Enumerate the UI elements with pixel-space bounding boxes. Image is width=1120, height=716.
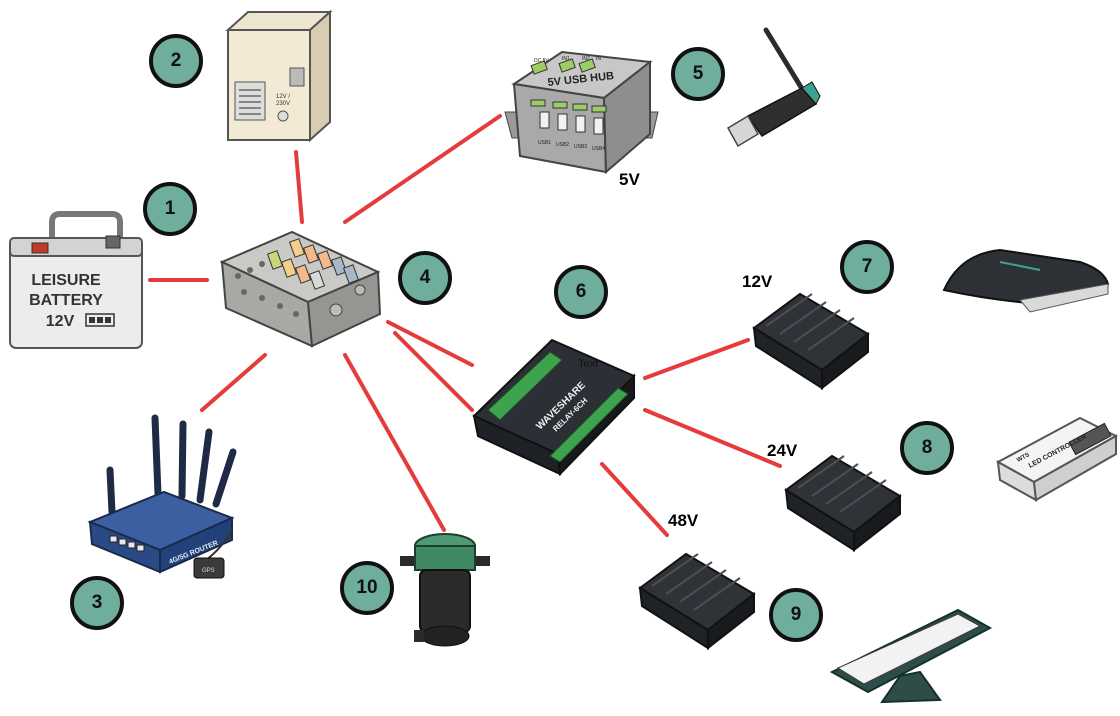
wire-fusebox-relay-a: [386, 320, 474, 367]
voltage-label-5v: 5V: [619, 170, 640, 189]
wires: [148, 114, 782, 537]
battery-text-voltage: 12V: [46, 313, 75, 330]
badge-2: 2: [149, 34, 203, 88]
usb-port-4-label: USB4: [592, 146, 605, 152]
converter-48v: [638, 552, 756, 651]
satellite-dish: [829, 608, 993, 704]
router-4g5g: 4G/5G ROUTER GPS: [87, 414, 237, 579]
roof-vent: [942, 248, 1110, 313]
fridge-cabinet: 12V / 230V: [225, 9, 333, 143]
badge-6: 6: [554, 265, 608, 319]
voltage-label-24v: 24V: [767, 441, 798, 460]
usb-hub-in1-label: IN1: [562, 56, 570, 62]
battery-level-icon: [85, 313, 115, 327]
badge-4: 4: [398, 251, 452, 305]
leisure-battery: LEISURE BATTERY 12V: [9, 211, 143, 349]
relay-board: WAVESHARE RELAY-6CH: [472, 338, 636, 477]
wire-fusebox-relay-b: [393, 331, 474, 412]
usb-port-3-label: USB3: [574, 144, 587, 150]
battery-text-battery: BATTERY: [29, 292, 103, 309]
wire-fridge-fusebox: [294, 150, 304, 224]
voltage-label-12v: 12V: [742, 272, 773, 291]
badge-9: 9: [769, 588, 823, 642]
badge-10: 10: [340, 561, 394, 615]
usb-hub-in-label: IN: [596, 56, 601, 62]
usb-hub-dc-label: DC 5V: [534, 58, 549, 64]
wire-relay-48v: [600, 462, 669, 537]
usb-hub-in2-label: IN2: [582, 56, 590, 62]
badge-7: 7: [840, 240, 894, 294]
usb-wifi-dongle: [726, 27, 821, 148]
battery-text-leisure: LEISURE: [31, 272, 101, 289]
badge-3: 3: [70, 576, 124, 630]
fuse-box: [219, 230, 382, 348]
wire-fusebox-usbhub: [343, 114, 502, 224]
wire-fusebox-pump: [343, 353, 446, 532]
usb-hub: 5V USB HUB DC 5V IN1 IN2 IN USB1 USB2 US…: [504, 50, 659, 175]
badge-8: 8: [900, 421, 954, 475]
wire-fusebox-router: [200, 353, 267, 412]
fridge-rating-line2: 230V: [276, 101, 290, 107]
wire-relay-12v: [643, 338, 750, 380]
voltage-label-48v: 48V: [668, 511, 699, 530]
wire-relay-24v: [643, 408, 782, 468]
water-pump: [400, 533, 490, 647]
badge-1: 1: [143, 182, 197, 236]
led-controller-brand: WTS: [1016, 452, 1031, 464]
badge-5: 5: [671, 47, 725, 101]
gps-label: GPS: [202, 568, 215, 574]
relay-note-text: Text: [578, 358, 599, 370]
converter-24v: [784, 454, 902, 553]
led-controller: WTS LED CONTROLLER: [995, 416, 1119, 502]
converter-12v: [752, 292, 870, 391]
usb-port-1-label: USB1: [538, 140, 551, 146]
usb-port-2-label: USB2: [556, 142, 569, 148]
fridge-rating-line1: 12V /: [276, 94, 290, 100]
